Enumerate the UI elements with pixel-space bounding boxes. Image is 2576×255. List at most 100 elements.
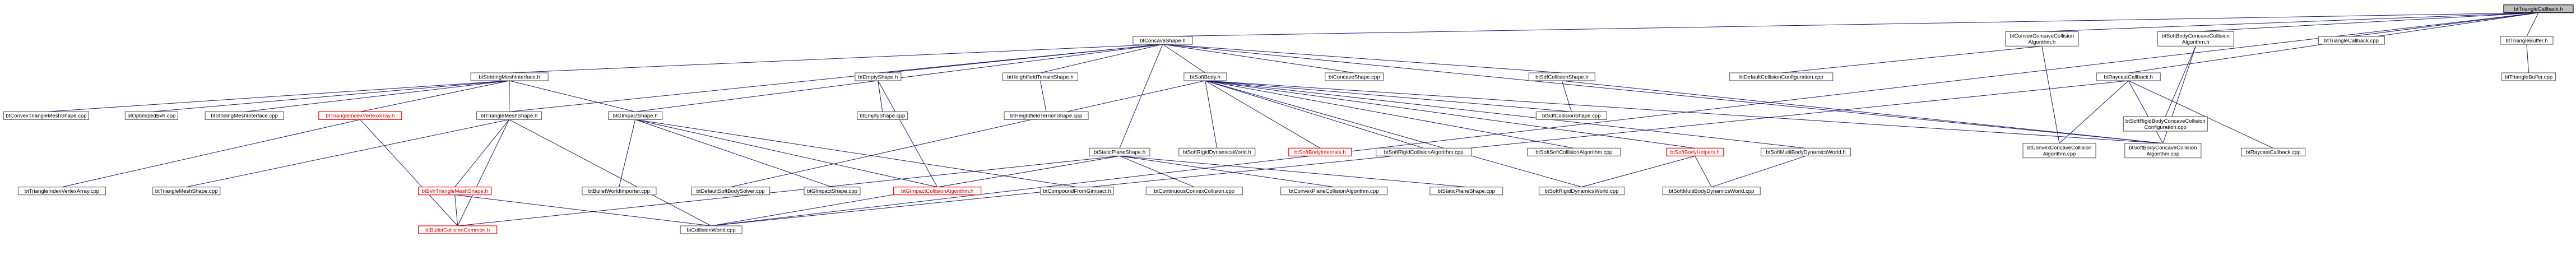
- node-box: [476, 111, 542, 120]
- node-tbufcpp[interactable]: btTriangleBuffer.cpp: [2501, 72, 2556, 81]
- edge-raycast-sbccacpp: [2128, 80, 2164, 143]
- node-raycastcpp[interactable]: btRaycastCallback.cpp: [2241, 147, 2306, 156]
- node-sbhelpers[interactable]: btSoftBodyHelpers.h: [1666, 147, 1724, 156]
- node-box: [1325, 72, 1384, 81]
- node-smicpp[interactable]: btStridingMeshInterface.cpp: [205, 111, 284, 120]
- node-label: btRaycastCallback.h: [2104, 74, 2153, 80]
- node-cccollcpp[interactable]: btContinuousConvexCollision.cpp: [1145, 187, 1243, 196]
- edge-tmsh-cwcpp: [509, 119, 712, 226]
- node-emptycpp[interactable]: btEmptyShape.cpp: [857, 111, 908, 120]
- node-label: btSoftMultiBodyDynamicsWorld.h: [1766, 150, 1845, 156]
- node-label: btBvhTriangleMeshShape.h: [422, 188, 488, 194]
- node-box: [857, 111, 908, 120]
- node-cfgcpp[interactable]: btCompoundFromGimpact.h: [1040, 187, 1114, 196]
- node-tmshcpp[interactable]: btTriangleMeshShape.cpp: [152, 187, 221, 196]
- node-label: btConcaveShape.h: [1140, 38, 1186, 44]
- edge-smbdwh-smbdwcpp: [1711, 155, 1806, 188]
- node-empty[interactable]: btEmptyShape.h: [855, 72, 902, 81]
- node-sdfcpp[interactable]: btSdfCollisionShape.cpp: [1535, 111, 1607, 120]
- node-smi[interactable]: btStridingMeshInterface.h: [470, 72, 549, 81]
- node-dcccpp[interactable]: btDefaultCollisionConfiguration.cpp: [1729, 72, 1834, 81]
- node-box: [3, 111, 90, 120]
- node-box: [1666, 147, 1724, 156]
- edge-sbhelpers-smbdwcpp: [1695, 156, 1712, 187]
- node-label: btTriangleCallback.cpp: [2324, 38, 2379, 44]
- node-concavecpp[interactable]: btConcaveShape.cpp: [1325, 72, 1384, 81]
- edge-root-concave: [1162, 12, 2539, 37]
- node-label: btTriangleMeshShape.cpp: [155, 188, 218, 194]
- node-box: [1280, 187, 1388, 196]
- node-label: btSoftBodyConcaveCollision: [2162, 33, 2230, 39]
- node-obvhcpp[interactable]: btOptimizedBvh.cpp: [124, 111, 178, 120]
- node-label: btSoftRigidDynamicsWorld.cpp: [1544, 188, 1618, 194]
- node-tcbcpp[interactable]: btTriangleCallback.cpp: [2318, 36, 2385, 45]
- node-cpcacpp[interactable]: btConvexPlaneCollisionAlgorithm.cpp: [1280, 187, 1388, 196]
- node-bwicpp[interactable]: btBulletWorldImporter.cpp: [582, 187, 657, 196]
- node-box: [2503, 4, 2574, 13]
- edge-sbcch-srbccc: [2165, 46, 2196, 117]
- node-box: [2124, 143, 2202, 159]
- node-label: Algorithm.h: [2029, 39, 2056, 45]
- edge-smi-gimpacth: [509, 80, 635, 112]
- edge-gimpacth-gimpactcpp: [635, 119, 833, 188]
- edge-softbody-sbccacpp: [1205, 80, 2163, 144]
- node-softbody[interactable]: btSoftBody.h: [1183, 72, 1227, 81]
- node-staticplane[interactable]: btStaticPlaneShape.h: [1089, 147, 1150, 156]
- node-concave[interactable]: btConcaveShape.h: [1132, 36, 1193, 45]
- edge-concave-smi: [509, 44, 1163, 73]
- node-srdwh[interactable]: btSoftRigidDynamicsWorld.h: [1178, 147, 1256, 156]
- node-label: btSoftBody.h: [1190, 74, 1220, 80]
- edge-softbody-sdfcpp: [1205, 80, 1572, 112]
- node-label: btRaycastCallback.cpp: [2246, 150, 2301, 156]
- node-bcc[interactable]: btBulletCollisionCommon.h: [418, 225, 498, 234]
- node-box: [1145, 187, 1243, 196]
- node-tivacpp[interactable]: btTriangleIndexVertexArray.cpp: [17, 187, 106, 196]
- node-gimpacth[interactable]: btGImpactShape.h: [608, 111, 663, 120]
- node-box: [1528, 72, 1595, 81]
- node-srdwcpp[interactable]: btSoftRigidDynamicsWorld.cpp: [1538, 187, 1625, 196]
- node-dsbscpp[interactable]: btDefaultSoftBodySolver.cpp: [691, 187, 771, 196]
- node-hfcpp[interactable]: btHeightfieldTerrainShape.cpp: [1004, 111, 1089, 120]
- node-sch[interactable]: btSdfCollisionShape.h: [1528, 72, 1595, 81]
- node-sbinternals[interactable]: btSoftBodyInternals.h: [1288, 147, 1352, 156]
- node-box: [205, 111, 284, 120]
- node-label: btDefaultSoftBodySolver.cpp: [697, 188, 765, 194]
- edge-softbody-srdwcpp: [1205, 80, 1582, 188]
- edge-root-cccah: [2041, 12, 2539, 32]
- node-tbufh[interactable]: btTriangleBuffer.h: [2500, 36, 2554, 45]
- node-hfh[interactable]: btHeightfieldTerrainShape.h: [1002, 72, 1079, 81]
- node-root[interactable]: btTriangleCallback.h: [2503, 4, 2574, 13]
- node-smbdwh[interactable]: btSoftMultiBodyDynamicsWorld.h: [1760, 147, 1851, 156]
- node-srbccc[interactable]: btSoftRigidBodyConcaveCollisionConfigura…: [2123, 116, 2208, 132]
- node-tiva[interactable]: btTriangleIndexVertexArray.h: [318, 111, 402, 120]
- node-srcacpp[interactable]: btSoftRigidCollisionAlgorithm.cpp: [1376, 147, 1472, 156]
- node-box: [124, 111, 178, 120]
- node-raycast[interactable]: btRaycastCallback.h: [2096, 72, 2161, 81]
- edge-hfh-hfcpp: [1039, 80, 1047, 112]
- node-cwcpp[interactable]: btCollisionWorld.cpp: [680, 225, 742, 234]
- node-smbdwcpp[interactable]: btSoftMultiBodyDynamicsWorld.cpp: [1662, 187, 1761, 196]
- node-sscacpp[interactable]: btSoftSoftCollisionAlgorithm.cpp: [1527, 147, 1621, 156]
- node-box: [2500, 36, 2554, 45]
- node-ctmcpp[interactable]: btConvexTriangleMeshShape.cpp: [3, 111, 90, 120]
- edge-softbody-srdwh: [1205, 80, 1218, 149]
- node-label: btCompoundFromGimpact.h: [1043, 188, 1111, 194]
- node-tmsh[interactable]: btTriangleMeshShape.h: [476, 111, 542, 120]
- node-label: btTriangleIndexVertexArray.h: [326, 113, 394, 119]
- node-label: btStaticPlaneShape.cpp: [1438, 188, 1495, 194]
- node-bvhtms[interactable]: btBvhTriangleMeshShape.h: [418, 187, 492, 196]
- edge-tiva-bcc: [360, 119, 458, 226]
- node-box: [893, 187, 982, 196]
- node-gimpactcah[interactable]: btGImpactCollisionAlgorithm.h: [893, 187, 982, 196]
- edge-concave-concavecpp: [1162, 44, 1354, 73]
- edge-concave-tmsh: [509, 44, 1163, 112]
- node-spscpp[interactable]: btStaticPlaneShape.cpp: [1429, 187, 1503, 196]
- edge-softbody-dsbscpp: [730, 80, 1205, 188]
- node-label: btSoftRigidCollisionAlgorithm.cpp: [1384, 150, 1464, 156]
- node-gimpactcpp[interactable]: btGImpactShape.cpp: [804, 187, 861, 196]
- node-box: [1002, 72, 1079, 81]
